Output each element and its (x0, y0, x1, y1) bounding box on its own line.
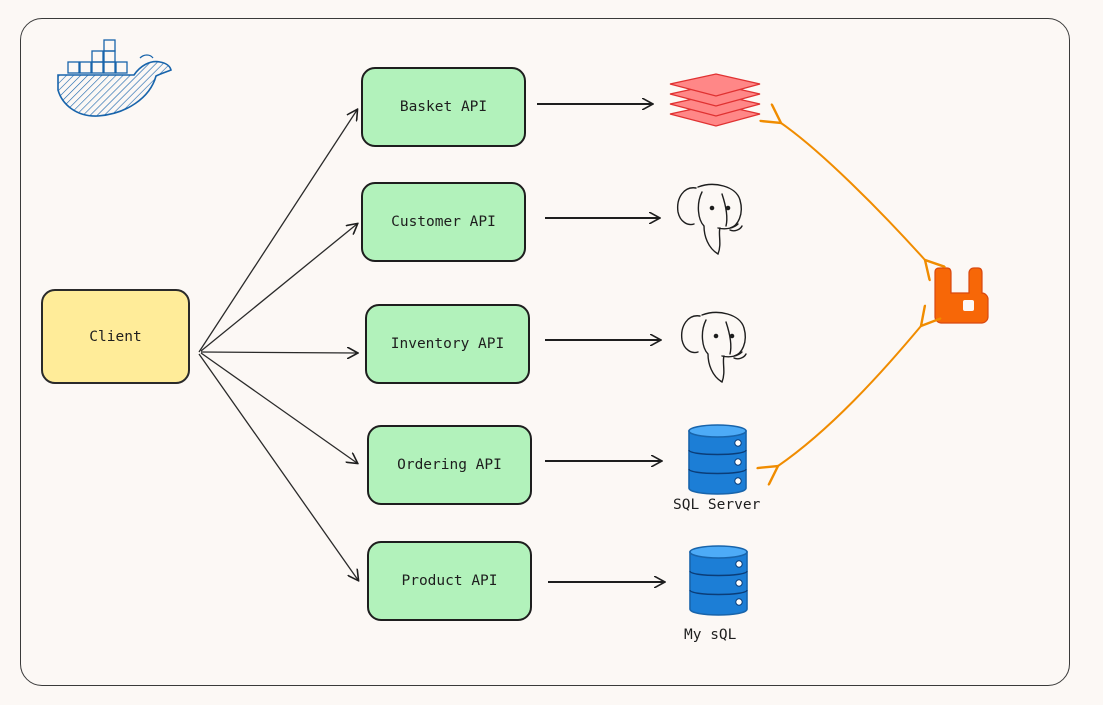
postgres-elephant-icon (681, 311, 747, 384)
postgres-elephant-icon (677, 183, 743, 256)
client-connections (198, 110, 358, 580)
product-api-node[interactable]: Product API (367, 541, 532, 621)
docker-whale-icon (57, 39, 172, 117)
rabbitmq-icon (934, 267, 989, 324)
database-cylinder-icon (688, 424, 747, 495)
mysql-label: My sQL (684, 627, 737, 643)
service-store-connections (537, 104, 664, 582)
sql-server-label: SQL Server (673, 497, 761, 513)
inventory-api-node[interactable]: Inventory API (365, 304, 530, 384)
client-node[interactable]: Client (41, 289, 190, 384)
redis-layers-icon (669, 73, 761, 127)
inventory-api-label: Inventory API (390, 336, 505, 352)
diagram-frame (20, 18, 1070, 686)
customer-api-node[interactable]: Customer API (361, 182, 526, 262)
ordering-api-label: Ordering API (397, 457, 502, 473)
basket-api-node[interactable]: Basket API (361, 67, 526, 147)
client-label: Client (89, 328, 142, 345)
product-api-label: Product API (401, 573, 498, 589)
basket-api-label: Basket API (399, 99, 488, 115)
broker-connections (778, 123, 925, 466)
customer-api-label: Customer API (391, 214, 496, 230)
database-cylinder-icon (689, 545, 748, 616)
ordering-api-node[interactable]: Ordering API (367, 425, 532, 505)
